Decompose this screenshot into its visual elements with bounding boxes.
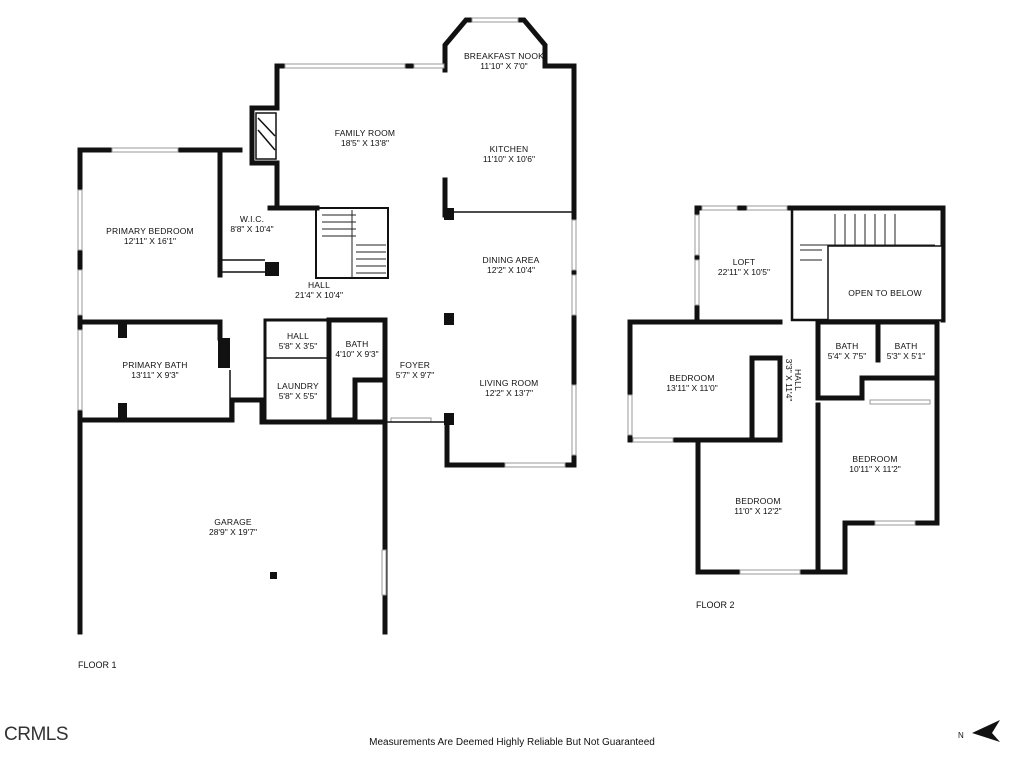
breakfast-nook-dim: 11'10" X 7'0" bbox=[480, 61, 527, 71]
hall-upper-dim: 3'3" X 11'4" bbox=[784, 359, 794, 402]
loft-dim: 22'11" X 10'5" bbox=[718, 267, 770, 277]
north-label: N bbox=[958, 731, 964, 740]
living-room-name: LIVING ROOM bbox=[480, 378, 539, 388]
hall-upper-name: HALL bbox=[793, 369, 803, 391]
hall-small-dim: 5'8" X 3'5" bbox=[279, 341, 318, 351]
kitchen-dim: 11'10" X 10'6" bbox=[483, 154, 535, 164]
bath-2-name: BATH bbox=[836, 341, 859, 351]
dining-area-name: DINING AREA bbox=[483, 255, 540, 265]
garage-dim: 28'9" X 19'7" bbox=[209, 527, 257, 537]
bedroom-1-dim: 13'11" X 11'0" bbox=[666, 383, 718, 393]
bedroom-2-dim: 10'11" X 11'2" bbox=[849, 464, 901, 474]
hall-small-name: HALL bbox=[287, 331, 309, 341]
north-arrow-icon: N bbox=[958, 720, 1000, 742]
floor-2-plan bbox=[627, 205, 946, 575]
fireplace bbox=[255, 112, 277, 160]
disclaimer-text: Measurements Are Deemed Highly Reliable … bbox=[369, 737, 655, 748]
family-room-dim: 18'5" X 13'8" bbox=[341, 138, 389, 148]
wic-dim: 8'8" X 10'4" bbox=[230, 224, 273, 234]
dining-area-dim: 12'2" X 10'4" bbox=[487, 265, 535, 275]
primary-bedroom-name: PRIMARY BEDROOM bbox=[106, 226, 194, 236]
room-labels: BREAKFAST NOOK 11'10" X 7'0" FAMILY ROOM… bbox=[106, 51, 925, 537]
laundry-dim: 5'8" X 5'5" bbox=[279, 391, 318, 401]
living-room-dim: 12'2" X 13'7" bbox=[485, 388, 533, 398]
foyer-name: FOYER bbox=[400, 360, 430, 370]
wic-name: W.I.C. bbox=[240, 214, 264, 224]
family-room-name: FAMILY ROOM bbox=[335, 128, 395, 138]
loft-name: LOFT bbox=[733, 257, 756, 267]
crmls-logo: CRMLS bbox=[4, 724, 68, 745]
bedroom-3-dim: 11'0" X 12'2" bbox=[734, 506, 781, 516]
bedroom-2-name: BEDROOM bbox=[852, 454, 897, 464]
bath-1-name: BATH bbox=[346, 339, 369, 349]
primary-bedroom-dim: 12'11" X 16'1" bbox=[124, 236, 176, 246]
kitchen-name: KITCHEN bbox=[490, 144, 529, 154]
hall-main-name: HALL bbox=[308, 280, 330, 290]
hall-main-dim: 21'4" X 10'4" bbox=[295, 290, 343, 300]
bath-3-name: BATH bbox=[895, 341, 918, 351]
floor-1-label: FLOOR 1 bbox=[78, 660, 117, 670]
laundry-name: LAUNDRY bbox=[277, 381, 319, 391]
floor-2-label: FLOOR 2 bbox=[696, 600, 735, 610]
bath-2-dim: 5'4" X 7'5" bbox=[828, 351, 867, 361]
foyer-dim: 5'7" X 9'7" bbox=[396, 370, 435, 380]
garage-name: GARAGE bbox=[214, 517, 252, 527]
bedroom-3-name: BEDROOM bbox=[735, 496, 780, 506]
primary-bath-name: PRIMARY BATH bbox=[122, 360, 187, 370]
floor-1-plan bbox=[77, 17, 577, 635]
breakfast-nook-name: BREAKFAST NOOK bbox=[464, 51, 544, 61]
open-to-below-name: OPEN TO BELOW bbox=[848, 288, 922, 298]
bath-1-dim: 4'10" X 9'3" bbox=[335, 349, 378, 359]
bedroom-1-name: BEDROOM bbox=[669, 373, 714, 383]
bath-3-dim: 5'3" X 5'1" bbox=[887, 351, 926, 361]
primary-bath-dim: 13'11" X 9'3" bbox=[131, 370, 178, 380]
